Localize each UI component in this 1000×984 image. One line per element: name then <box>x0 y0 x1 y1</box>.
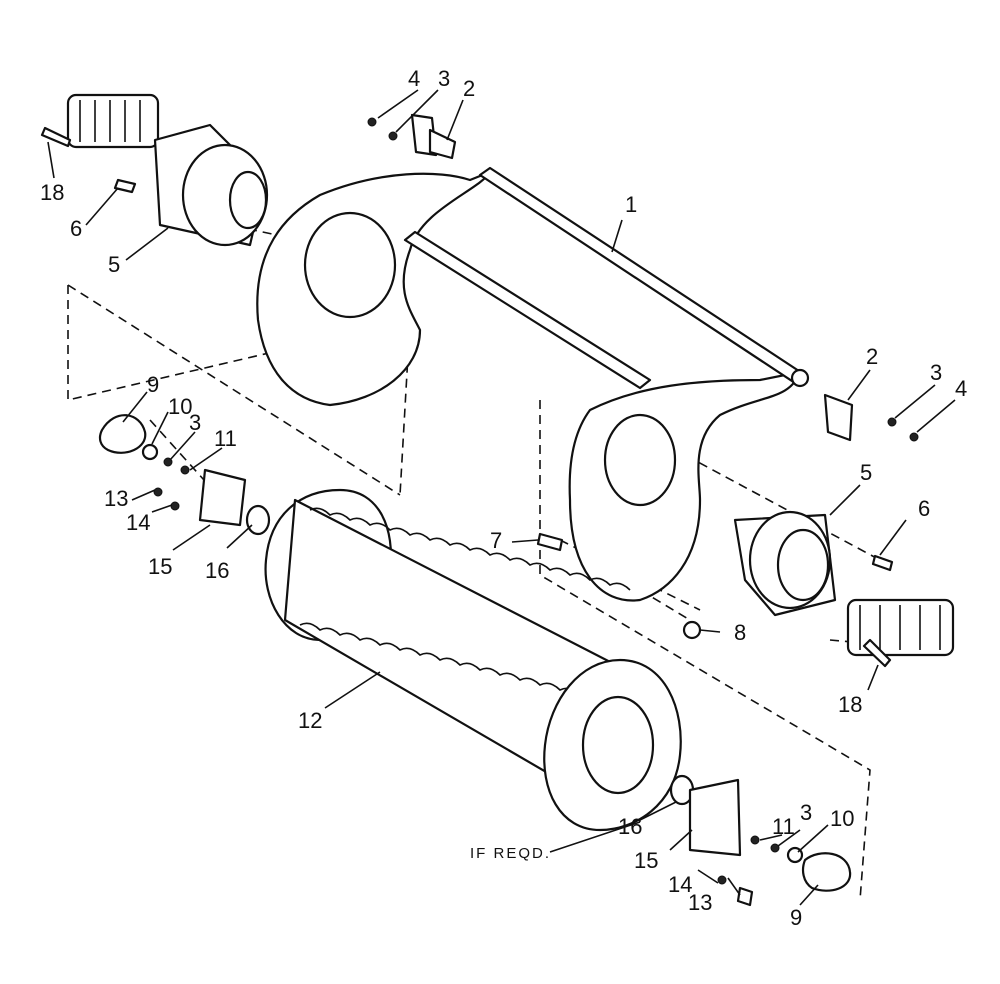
callout-6-right: 6 <box>918 496 930 521</box>
left-housing-bore <box>228 170 268 230</box>
left-motor-assembly <box>66 93 269 247</box>
callout-1: 1 <box>625 192 637 217</box>
right-washer-3 <box>770 843 780 853</box>
frame-lower-tube <box>403 230 652 390</box>
right-bolt-6 <box>871 554 894 572</box>
callout-3-right: 3 <box>930 360 942 385</box>
right-fitting-18 <box>862 638 892 668</box>
top-washer-3 <box>388 131 398 141</box>
callout-5-left: 5 <box>108 252 120 277</box>
callout-7: 7 <box>490 528 502 553</box>
frame-tube-end <box>790 368 810 388</box>
right-sprocket-9 <box>801 852 852 892</box>
frame-right-bore <box>603 413 677 507</box>
left-washer-10 <box>141 443 159 461</box>
left-seal-16 <box>245 504 271 536</box>
left-nut-11 <box>180 465 190 475</box>
callout-9-left: 9 <box>147 372 159 397</box>
callout-16-right: 16 <box>618 814 642 839</box>
callout-11-right: 11 <box>772 814 795 839</box>
callout-2-top: 2 <box>463 76 475 101</box>
if-required-note: IF REQD. <box>470 845 551 862</box>
callout-12: 12 <box>298 708 322 733</box>
callout-5-right: 5 <box>860 460 872 485</box>
callout-14-left: 14 <box>126 510 150 535</box>
callout-4-right: 4 <box>955 376 967 401</box>
callout-15-right: 15 <box>634 848 658 873</box>
left-hydraulic-motor <box>66 93 160 149</box>
callout-8: 8 <box>734 620 746 645</box>
right-bolt-13 <box>736 886 754 907</box>
nut-8 <box>682 620 702 640</box>
callout-3-left-group: 3 <box>189 410 201 435</box>
callout-2-right: 2 <box>866 344 878 369</box>
callout-3-right-group: 3 <box>800 800 812 825</box>
bolt-7 <box>536 532 564 552</box>
callout-9-right: 9 <box>790 905 802 930</box>
frame-upper-tube <box>478 166 807 385</box>
right-pin-plate-2 <box>823 393 854 442</box>
left-bolt-13 <box>153 487 163 497</box>
callout-11-left: 11 <box>214 426 237 451</box>
left-sprocket-9 <box>98 414 147 454</box>
frame-assembly <box>256 166 810 602</box>
callout-labels: 1 2 2 3 3 3 3 4 4 5 5 6 6 7 8 9 9 10 10 … <box>40 66 967 930</box>
callout-6-left: 6 <box>70 216 82 241</box>
callout-4-top: 4 <box>408 66 420 91</box>
callout-18-left: 18 <box>40 180 64 205</box>
frame-left-bore <box>303 211 397 319</box>
callout-15-left: 15 <box>148 554 172 579</box>
drum-assembly <box>264 488 682 832</box>
right-washer-4 <box>909 432 919 442</box>
right-washer-14 <box>717 875 727 885</box>
right-nut-11 <box>750 835 760 845</box>
left-fitting-18 <box>40 126 72 148</box>
callout-18-right: 18 <box>838 692 862 717</box>
top-pin-2 <box>428 128 457 160</box>
right-washer-3 <box>887 417 897 427</box>
left-washer-14 <box>170 501 180 511</box>
left-bolt-6 <box>113 178 137 194</box>
right-motor-assembly <box>733 510 955 657</box>
callout-10-right: 10 <box>830 806 854 831</box>
top-washer-4 <box>367 117 377 127</box>
callout-14-right: 14 <box>668 872 692 897</box>
small-parts-left <box>40 126 271 536</box>
drum-right-bore <box>581 695 655 795</box>
right-hub-15 <box>688 778 742 857</box>
callout-13-left: 13 <box>104 486 128 511</box>
callout-3-top: 3 <box>438 66 450 91</box>
right-housing-bore <box>776 528 830 602</box>
callout-16-left: 16 <box>205 558 229 583</box>
leader-lines <box>47 89 956 906</box>
callout-13-right: 13 <box>688 890 712 915</box>
callout-10-left: 10 <box>168 394 192 419</box>
left-hub-15 <box>198 468 247 527</box>
